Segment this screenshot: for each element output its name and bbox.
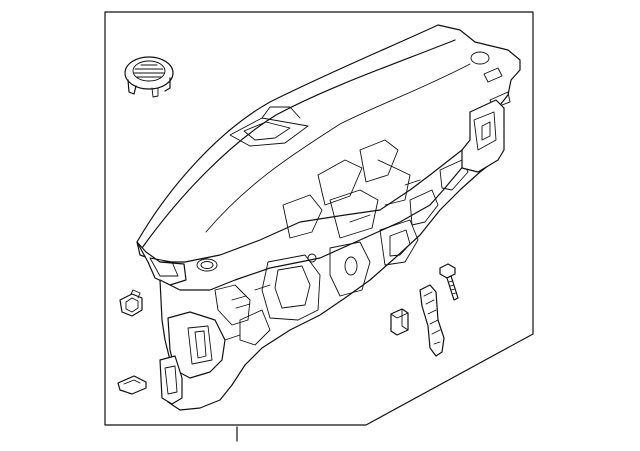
retainer-clip xyxy=(117,375,147,395)
dashboard-panel xyxy=(136,24,521,411)
mounting-clip xyxy=(119,289,143,317)
support-bracket xyxy=(419,284,445,357)
mounting-bolt xyxy=(439,263,459,301)
small-bracket xyxy=(390,308,409,336)
defroster-vent-grille xyxy=(124,56,174,98)
diagram-frame xyxy=(104,11,534,426)
